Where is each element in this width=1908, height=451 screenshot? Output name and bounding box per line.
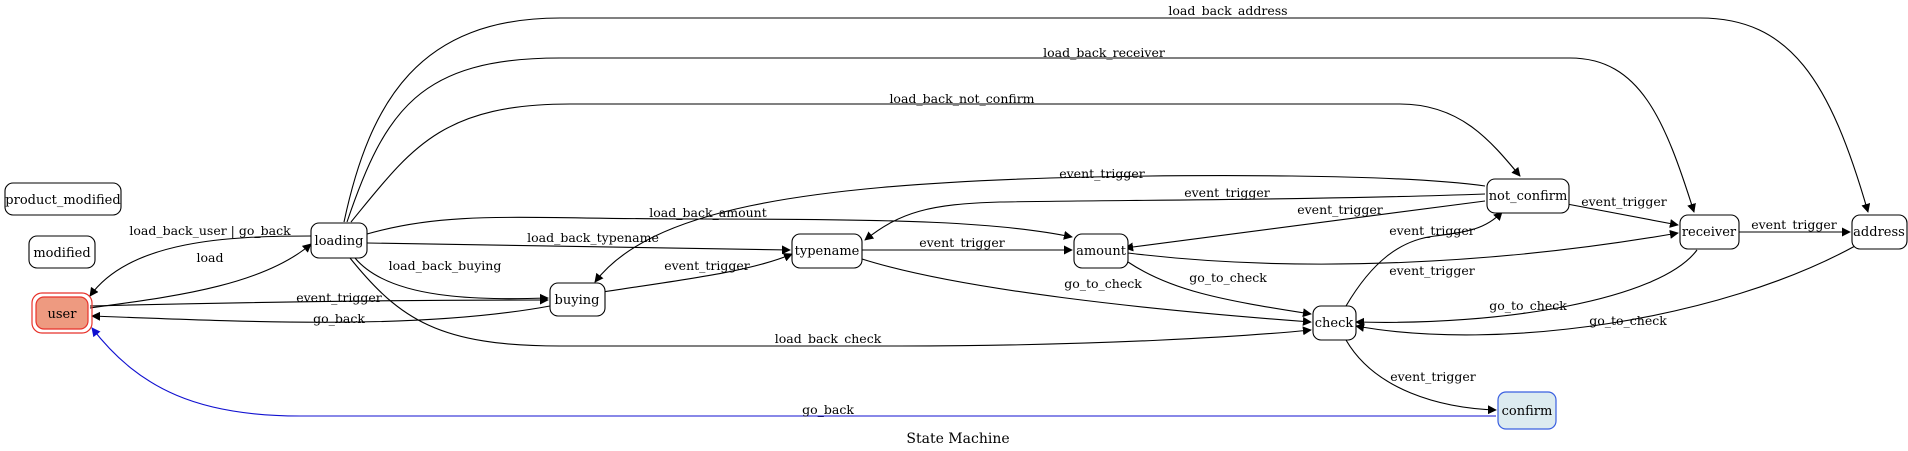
node-buying-shape	[549, 282, 606, 317]
node-address-label: address	[1853, 225, 1905, 240]
label-load-back-amount: load_back_amount	[649, 205, 766, 220]
node-typename-shape	[791, 233, 863, 269]
edge-go-to-check-typename	[861, 258, 1312, 326]
label-go-to-check-typename: go_to_check	[1064, 276, 1142, 291]
nodes: user modified product_modified loading b…	[4, 178, 1908, 430]
label-event-trigger-typename-amount: event_trigger	[919, 235, 1005, 250]
label-go-back-confirm-user: go_back	[802, 402, 854, 417]
label-load-back-receiver: load_back_receiver	[1043, 45, 1165, 60]
edge-load-back-receiver	[346, 57, 1696, 223]
label-load-back-user-go-back: load_back_user | go_back	[129, 223, 291, 238]
node-confirm[interactable]: confirm	[1497, 391, 1557, 430]
label-go-to-check-receiver: go_to_check	[1489, 298, 1567, 313]
node-loading-shape	[310, 222, 368, 259]
edge-go-to-check-receiver	[1355, 249, 1698, 327]
label-load-back-typename: load_back_typename	[527, 230, 659, 245]
node-receiver-shape	[1679, 214, 1740, 250]
edge-load-back-not-confirm	[350, 103, 1521, 223]
label-load-back-address: load_back_address	[1168, 3, 1287, 18]
label-event-trigger-amount-receiver: event_trigger	[1389, 263, 1475, 278]
label-event-trigger-receiver-address: event_trigger	[1751, 217, 1837, 232]
node-address-shape	[1851, 214, 1908, 250]
edge-go-to-check-address	[1355, 245, 1856, 336]
node-loading[interactable]: loading	[310, 222, 368, 259]
node-amount-shape	[1073, 233, 1129, 269]
node-loading-label: loading	[315, 234, 364, 249]
label-event-trigger-user-buying: event_trigger	[296, 290, 382, 305]
label-load-text: load	[197, 250, 224, 265]
label-event-trigger-check-confirm: event_trigger	[1390, 369, 1476, 384]
edge-load-back-amount	[366, 216, 1073, 240]
label-go-back-buying-user: go_back	[313, 311, 365, 326]
edge-event-trigger-check-notconfirm	[1345, 211, 1503, 307]
edges	[89, 17, 1871, 417]
edge-load-back-user-go-back	[89, 235, 312, 297]
label-load-back-not-confirm: load_back_not_confirm	[889, 91, 1034, 106]
edge-go-to-check-amount	[1127, 261, 1312, 318]
label-event-trigger-notconfirm-buying: event_trigger	[1059, 166, 1145, 181]
edge-event-trigger-amount-receiver	[1127, 229, 1679, 265]
edge-event-trigger-notconfirm-receiver	[1566, 203, 1679, 228]
label-go-to-check-amount: go_to_check	[1189, 270, 1267, 285]
node-user-label: user	[48, 307, 78, 322]
node-check-shape	[1312, 305, 1357, 341]
node-product-modified[interactable]: product_modified	[4, 182, 122, 216]
label-event-trigger-notconfirm-receiver: event_trigger	[1581, 194, 1667, 209]
node-not-confirm-shape	[1486, 178, 1570, 214]
node-check[interactable]: check	[1312, 305, 1357, 341]
node-receiver-label: receiver	[1682, 225, 1737, 240]
edge-load-back-buying	[354, 257, 549, 303]
node-confirm-label: confirm	[1502, 404, 1553, 419]
edge-load-back-typename	[366, 242, 791, 255]
node-product-modified-label: product_modified	[5, 193, 120, 208]
label-go-to-check-address: go_to_check	[1589, 313, 1667, 328]
edge-event-trigger-user-buying	[89, 295, 549, 307]
label-load-back-buying: load_back_buying	[389, 258, 502, 273]
edge-go-back-confirm-user	[91, 327, 1496, 417]
node-confirm-shape	[1497, 391, 1557, 430]
edge-event-trigger-notconfirm-typename	[864, 193, 1486, 241]
node-buying[interactable]: buying	[549, 282, 606, 317]
label-load-back-check: load_back_check	[775, 331, 882, 346]
node-typename-label: typename	[795, 244, 860, 259]
node-not-confirm-label: not_confirm	[1489, 189, 1568, 204]
edge-event-trigger-notconfirm-amount	[1124, 200, 1486, 252]
node-check-label: check	[1315, 316, 1354, 331]
diagram-caption: State Machine	[906, 431, 1009, 447]
node-user-outer-border	[31, 292, 93, 334]
edge-load-back-check	[349, 257, 1312, 347]
node-address[interactable]: address	[1851, 214, 1908, 250]
node-amount[interactable]: amount	[1073, 233, 1129, 269]
node-receiver[interactable]: receiver	[1679, 214, 1740, 250]
node-buying-label: buying	[555, 293, 600, 308]
node-typename[interactable]: typename	[791, 233, 863, 269]
node-modified-label: modified	[33, 246, 90, 261]
node-modified-shape	[28, 235, 96, 269]
node-user[interactable]: user	[31, 292, 93, 334]
node-amount-label: amount	[1076, 244, 1127, 259]
label-event-trigger-notconfirm-typename: event_trigger	[1184, 185, 1270, 200]
node-not-confirm[interactable]: not_confirm	[1486, 178, 1570, 214]
label-event-trigger-check-notconfirm: event_trigger	[1389, 223, 1475, 238]
edge-load	[89, 243, 312, 309]
node-product-modified-shape	[4, 182, 122, 216]
edge-go-back-buying-user	[91, 305, 551, 323]
edge-labels: load_back_address load_back_receiver loa…	[129, 3, 1836, 417]
edge-load-back-address	[343, 17, 1871, 223]
edge-event-trigger-check-confirm	[1345, 339, 1497, 415]
node-user-shape	[35, 296, 89, 330]
edge-event-trigger-notconfirm-buying	[594, 175, 1486, 283]
node-modified[interactable]: modified	[28, 235, 96, 269]
label-event-trigger-buying-typename: event_trigger	[664, 258, 750, 273]
label-event-trigger-notconfirm-amount: event_trigger	[1297, 202, 1383, 217]
edge-event-trigger-buying-typename	[602, 253, 793, 293]
